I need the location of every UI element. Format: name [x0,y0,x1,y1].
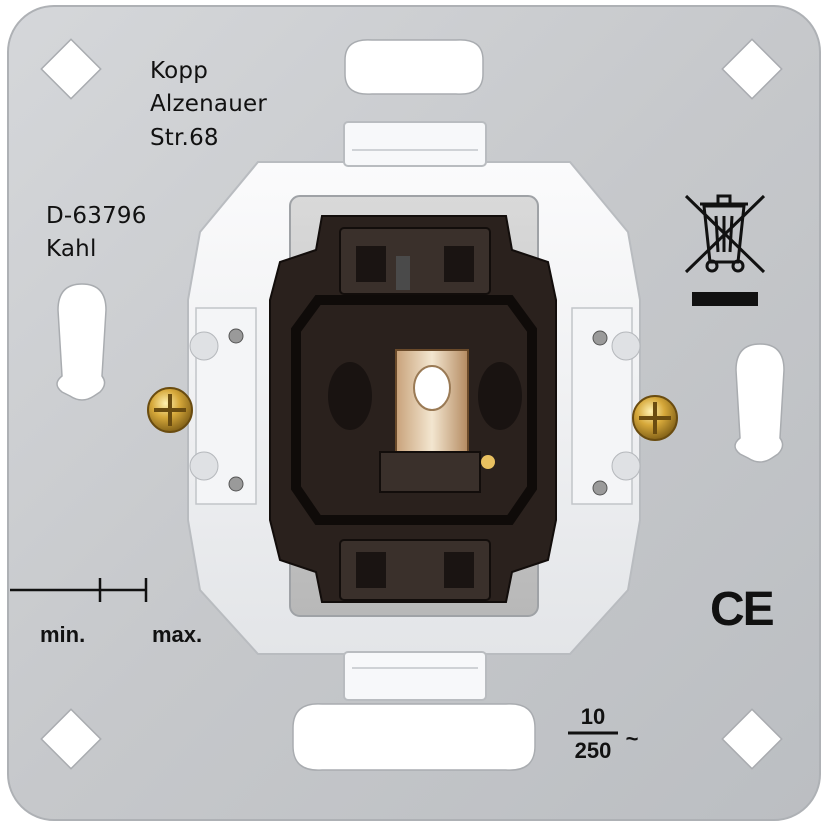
corner-mounting-holes [40,38,783,770]
manufacturer-street-number: Str.68 [150,125,219,151]
terminal-screw-icon [147,387,678,441]
manufacturer-postal-code: D-63796 [46,203,147,229]
ac-symbol: ~ [625,726,639,751]
manufacturer-city: Kahl [46,236,97,262]
depth-scale [10,578,148,602]
switch-mechanism-details [291,227,537,601]
manufacturer-name: Kopp [150,58,209,84]
crossed-out-wheelie-bin-icon [684,194,766,306]
rating-current: 10 [580,704,606,729]
ce-mark: CE [710,583,775,636]
rating-voltage: 250 [574,738,612,763]
depth-scale-max-label: max. [152,622,203,647]
depth-scale-min-label: min. [40,622,86,647]
slotted-mounting-holes [56,39,785,771]
manufacturer-street: Alzenauer [150,91,268,117]
